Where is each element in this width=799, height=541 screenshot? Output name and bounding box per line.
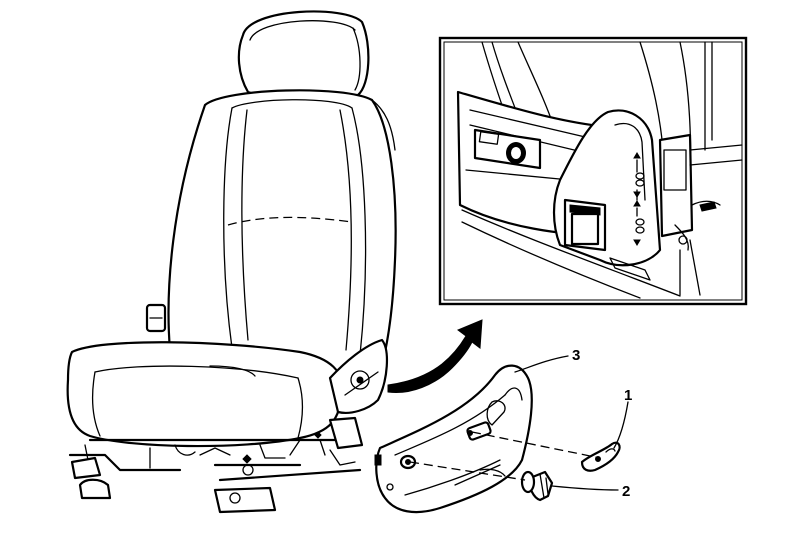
callout-leaders [514, 355, 629, 491]
callout-3: 3 [572, 347, 580, 364]
seat-cushion [66, 341, 344, 448]
headrest [237, 10, 370, 101]
alignment-lines [409, 431, 601, 481]
seat-assembly [66, 10, 397, 514]
inset-clips [633, 152, 645, 246]
seat-back [145, 89, 397, 382]
recline-handle [580, 441, 621, 472]
seat-side-trim-panel [374, 364, 533, 514]
callout-1: 1 [624, 387, 632, 404]
direction-arrow [387, 319, 483, 394]
adjuster-knob [520, 470, 554, 502]
callout-2: 2 [622, 483, 630, 500]
seat-frame-track [68, 338, 389, 514]
detail-inset [438, 36, 748, 306]
